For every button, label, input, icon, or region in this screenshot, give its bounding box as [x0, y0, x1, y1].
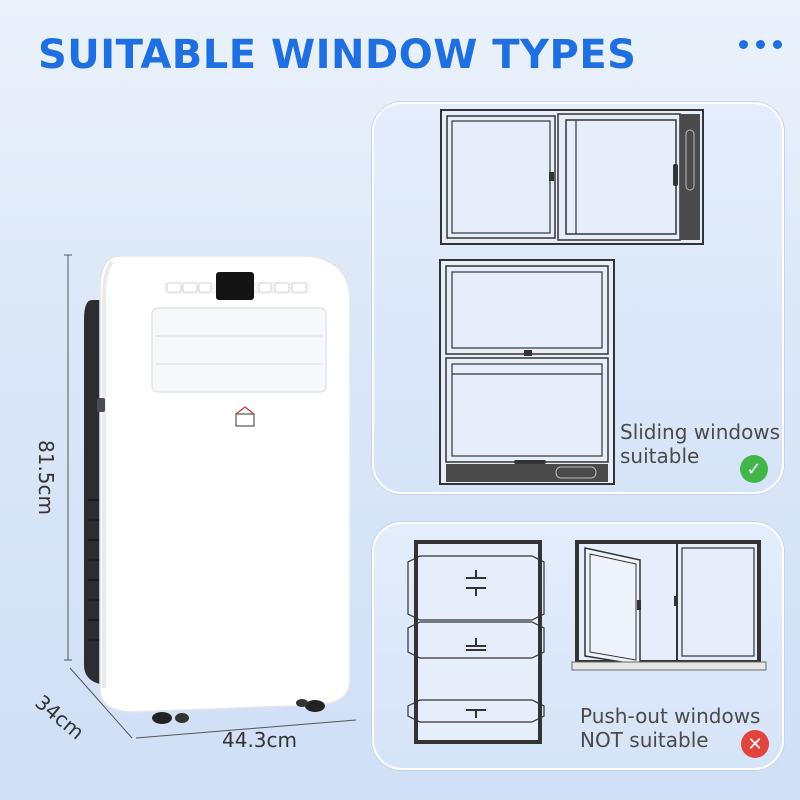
suitable-caption-line1: Sliding windows	[620, 420, 781, 444]
dot	[739, 40, 748, 49]
unsuitable-caption: Push-out windows NOT suitable	[580, 704, 760, 752]
page-title: SUITABLE WINDOW TYPES	[38, 32, 637, 78]
dot	[773, 40, 782, 49]
more-options-icon[interactable]	[739, 40, 782, 49]
check-icon: ✓	[740, 455, 768, 483]
width-dimension-label: 44.3cm	[222, 728, 298, 752]
cross-icon: ✕	[741, 730, 769, 758]
unsuitable-caption-line2: NOT suitable	[580, 728, 709, 752]
suitable-caption: Sliding windows suitable	[620, 420, 780, 468]
dot	[756, 40, 765, 49]
suitable-caption-line2: suitable	[620, 444, 700, 468]
unsuitable-caption-line1: Push-out windows	[580, 704, 761, 728]
